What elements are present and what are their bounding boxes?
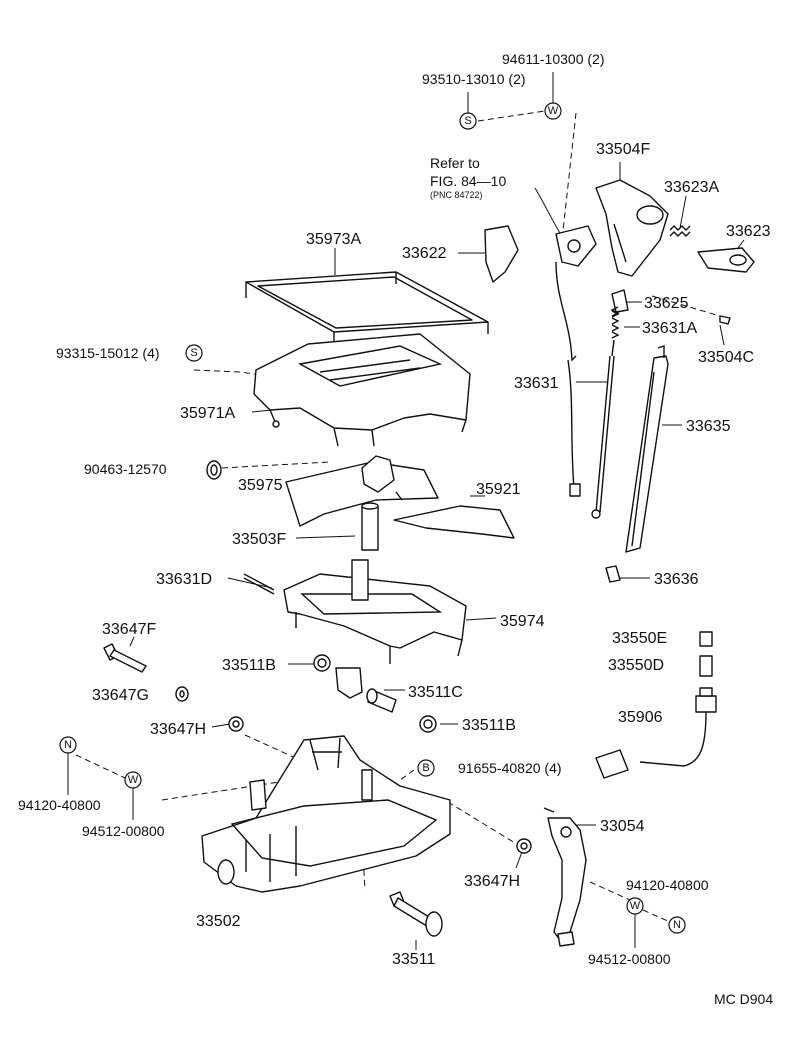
label-33647h-top: 33647H [150,721,206,738]
part-33550e-cap [699,631,713,647]
reference-line-2: FIG. 84—10 [430,173,506,189]
labels: 94611-10300 (2) 93510-13010 (2) 33504F 3… [18,51,773,1007]
label-33647g: 33647G [92,687,149,704]
label-33623a: 33623A [664,179,719,196]
fastener-w-right: W [626,897,644,915]
part-35974-indicator [283,559,467,664]
part-33647f-pin [103,643,147,673]
fastener-n-left: N [59,736,77,754]
fastener-w-left-letter: W [128,774,139,786]
label-93510-13010: 93510-13010 (2) [422,71,526,87]
fastener-b: B [417,759,435,777]
label-33631a: 33631A [642,320,697,337]
part-35921-plate [393,505,515,539]
label-33631d: 33631D [156,571,212,588]
label-35975: 35975 [238,477,283,494]
part-33054-bracket [543,807,587,947]
part-33511b-left [313,654,331,672]
part-33511b-right [419,715,437,733]
label-33511: 33511 [392,951,435,968]
label-35906: 35906 [618,709,663,726]
label-33647f: 33647F [102,621,156,638]
fastener-s-mid: S [185,344,203,362]
part-33511c-shaft [335,667,397,713]
reference-line-1: Refer to [430,155,480,171]
label-33625: 33625 [644,295,689,312]
label-35921: 35921 [476,481,521,498]
label-94512-00800-left: 94512-00800 [82,823,165,839]
label-33623: 33623 [726,223,771,240]
label-33504c: 33504C [698,349,754,366]
part-90463-clamp [206,460,222,480]
label-35974: 35974 [500,613,545,630]
label-33511c: 33511C [408,684,463,701]
fastener-s-top-letter: S [464,115,471,127]
fastener-n-left-letter: N [64,739,72,751]
fastener-w-top: W [544,102,562,120]
label-33647h-bottom: 33647H [464,873,520,890]
label-33550d: 33550D [608,657,664,674]
label-94611-10300: 94611-10300 (2) [502,51,604,67]
part-33631-rod [591,339,615,519]
label-33636: 33636 [654,571,699,588]
part-33550d-bulb [699,655,713,677]
part-reference-cable [555,261,581,497]
label-33511b-left: 33511B [222,657,276,674]
part-33511-bolt [389,891,443,937]
label-35973a: 35973A [306,231,361,248]
part-35971a-console [253,333,471,447]
label-35971a: 35971A [180,405,235,422]
leader-lines [67,72,745,950]
fastener-s-mid-letter: S [190,347,197,359]
part-33623-button [697,247,755,273]
part-33631a-spring [610,306,620,339]
part-33631d-pin [243,573,275,595]
part-33503f-tube [361,502,379,551]
label-33635: 33635 [686,418,731,435]
fastener-b-letter: B [422,762,429,774]
part-33504c-screw [719,315,731,325]
fastener-w-left: W [124,771,142,789]
label-91655-40820: 91655-40820 (4) [458,760,562,776]
label-90463-12570: 90463-12570 [84,461,167,477]
label-33502: 33502 [196,913,241,930]
part-33625-clip [611,289,629,313]
part-35975-boot [285,455,439,527]
part-33647h-bottom [516,838,532,854]
part-35973a-frame [245,271,489,344]
label-94120-40800-right: 94120-40800 [626,877,709,893]
part-33647g-grommet [175,686,189,702]
part-35906-socket [595,687,717,779]
part-cable-end-ref [555,225,597,267]
part-33635-plate [625,345,669,553]
corner-code: MC D904 [714,991,773,1007]
label-33550e: 33550E [612,630,667,647]
label-33631: 33631 [514,375,559,392]
reference-line-3: (PNC 84722) [430,190,483,200]
part-33647h-top [228,716,244,732]
fastener-n-right-letter: N [673,919,681,931]
fastener-w-top-letter: W [548,105,559,117]
fastener-s-top: S [459,112,477,130]
label-93315-15012: 93315-15012 (4) [56,345,160,361]
label-33622: 33622 [402,245,447,262]
fastener-w-right-letter: W [630,900,641,912]
part-33504f-shift-knob [595,179,669,277]
label-33054: 33054 [600,818,645,835]
part-33636-clip [605,565,621,583]
part-33502-base [201,735,451,893]
part-33623a-spring [669,225,691,237]
fastener-n-right: N [668,916,686,934]
label-33504f: 33504F [596,141,650,158]
label-33511b-right: 33511B [462,717,516,734]
part-33622-cover [484,225,519,283]
label-94120-40800-left: 94120-40800 [18,797,101,813]
label-94512-00800-right: 94512-00800 [588,951,671,967]
label-33503f: 33503F [232,531,286,548]
